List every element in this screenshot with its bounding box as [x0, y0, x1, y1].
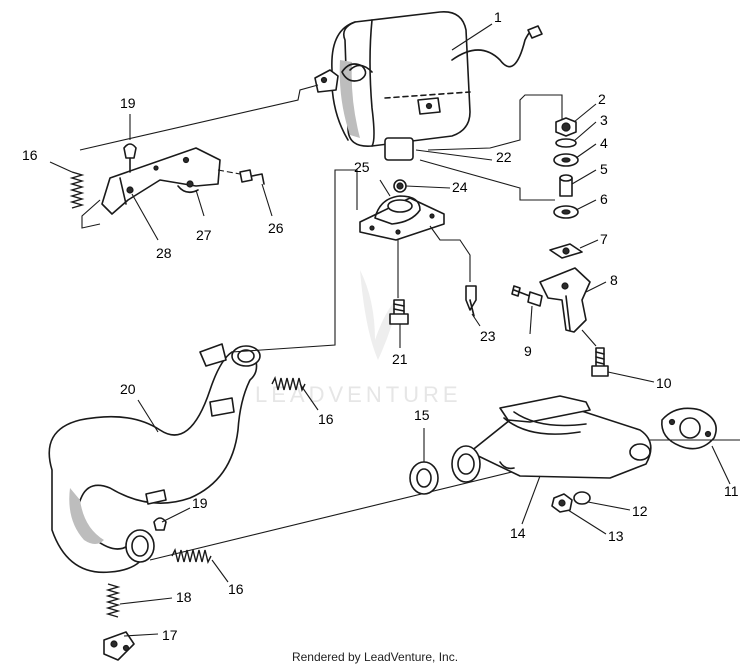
stud-9: [511, 285, 543, 307]
callout-9: 9: [524, 343, 532, 359]
callout-16-middle: 16: [318, 411, 334, 427]
callout-25: 25: [354, 159, 370, 175]
callout-18: 18: [176, 589, 192, 605]
bracket-27-28: [101, 147, 221, 215]
callout-14: 14: [510, 525, 526, 541]
callout-2: 2: [598, 91, 606, 107]
heat-shield: [359, 195, 445, 241]
pin-19-lower: [153, 517, 167, 531]
callout-16-upper: 16: [22, 147, 38, 163]
callout-23: 23: [480, 328, 496, 344]
callout-8: 8: [610, 272, 618, 288]
callout-7: 7: [600, 231, 608, 247]
callout-19-lower: 19: [192, 495, 208, 511]
callout-16-lower: 16: [228, 581, 244, 597]
nut-24: [393, 179, 407, 193]
bolt-21: [389, 299, 409, 325]
callout-13: 13: [608, 528, 624, 544]
rendered-by-footer: Rendered by LeadVenture, Inc.: [291, 650, 459, 664]
bracket-8: [539, 267, 591, 333]
pin-19-upper: [123, 143, 137, 173]
callout-28: 28: [156, 245, 172, 261]
bolt-10: [581, 329, 609, 377]
spring-18: [105, 583, 121, 618]
callout-5: 5: [600, 161, 608, 177]
clip-23: [465, 285, 477, 317]
spring-16-lower: [171, 547, 212, 565]
plate-17: [103, 631, 135, 661]
mount-hardware-stack: [549, 117, 583, 259]
callout-1: 1: [494, 9, 502, 25]
muffler-wire: [451, 31, 531, 68]
callout-17: 17: [162, 627, 178, 643]
clip-26: [239, 169, 265, 185]
callout-22: 22: [496, 149, 512, 165]
gasket-11: [661, 407, 717, 450]
callout-6: 6: [600, 191, 608, 207]
spring-16-middle: [271, 375, 306, 393]
head-pipe: [48, 343, 261, 574]
callout-20: 20: [120, 381, 136, 397]
callout-15: 15: [414, 407, 430, 423]
spring-16-upper: [69, 171, 85, 209]
watermark: LEADVENTURE: [255, 270, 462, 407]
nut-13: [551, 493, 573, 513]
washer: [555, 138, 577, 148]
leader-lines: [49, 23, 731, 637]
callout-24: 24: [452, 179, 468, 195]
callout-21: 21: [392, 351, 408, 367]
seal-15: [409, 461, 439, 495]
callout-26: 26: [268, 220, 284, 236]
muffler: [331, 11, 471, 161]
callout-12: 12: [632, 503, 648, 519]
wire-connector: [527, 25, 543, 39]
callout-3: 3: [600, 112, 608, 128]
callout-19-upper: 19: [120, 95, 136, 111]
callout-4: 4: [600, 135, 608, 151]
callout-27: 27: [196, 227, 212, 243]
watermark-text: LEADVENTURE: [255, 382, 462, 407]
washer-12: [573, 491, 591, 505]
silencer-14: [451, 395, 652, 483]
callout-11: 11: [724, 483, 739, 499]
callout-labels: 1 2 3 4 5 6 7 8 9 10 11 12 13 14 15 16 1…: [22, 9, 739, 643]
callout-10: 10: [656, 375, 672, 391]
